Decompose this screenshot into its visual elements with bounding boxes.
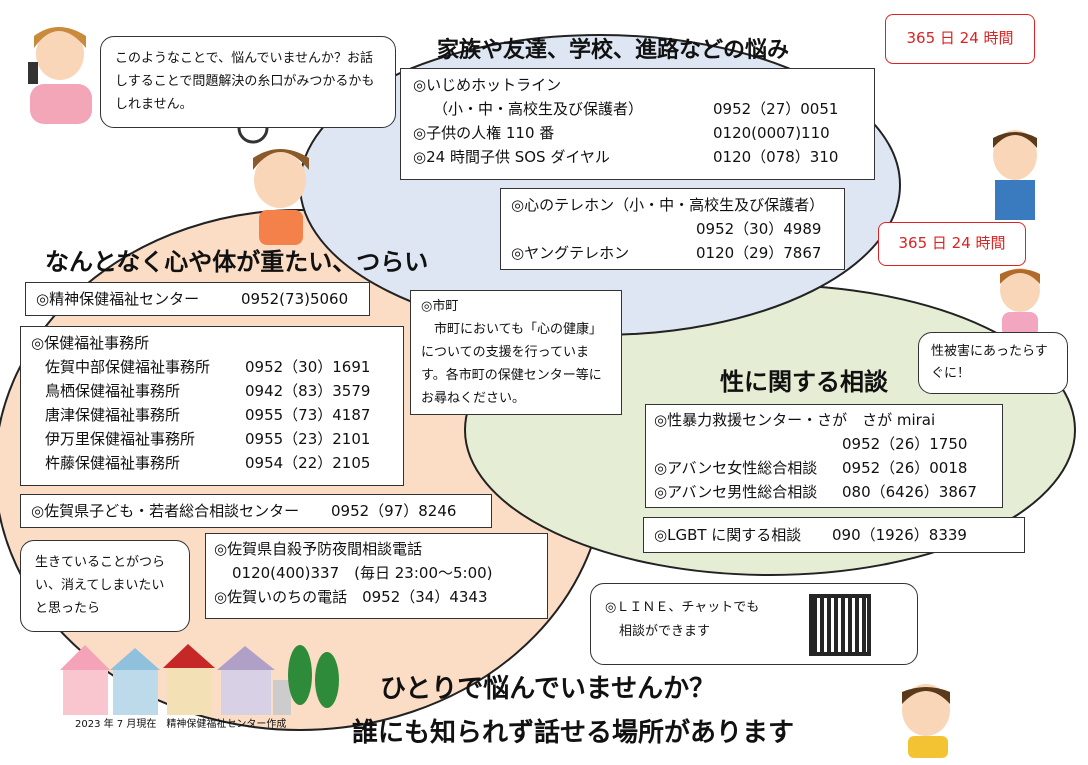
family-line-1: ◎いじめホットライン: [413, 76, 562, 94]
city-box: ◎市町 市町においても「心の健康」についての支援を行っています。各市町の保健セン…: [410, 290, 622, 415]
family-hours-badge: 365 日 24 時間: [885, 14, 1035, 64]
intro-bubble: このようなことで、悩んでいませんか？お話しすることで問題解決の糸口がみつかるかも…: [100, 36, 396, 128]
houses-illustration: [55, 640, 345, 715]
sex-assault-bubble: 性被害にあったらすぐに！: [918, 332, 1068, 394]
family-contact-box: ◎いじめホットライン （小・中・高校生及び保護者）0952（27）0051 ◎子…: [400, 68, 875, 180]
sex-line-2: 0952（26）1750: [842, 435, 968, 453]
operator-illustration: [18, 14, 98, 124]
slogan-line-2: 誰にも知られず話せる場所があります: [352, 718, 795, 748]
confused-boy-illustration: [975, 120, 1055, 220]
offices-title: ◎保健福祉事務所: [31, 334, 150, 352]
city-text: 市町においても「心の健康」についての支援を行っています。各市町の保健センター等に…: [421, 322, 602, 406]
line-text-1: ◎ＬＩＮＥ、チャットでも: [605, 600, 760, 615]
credit-text: 2023 年 7 月現在 精神保健福祉センター作成: [75, 719, 287, 730]
family-line-2: （小・中・高校生及び保護者）0952（27）0051: [433, 100, 839, 118]
sex-section-title: 性に関する相談: [720, 368, 888, 396]
line-text-2: 相談ができます: [619, 624, 711, 639]
suicide-bubble: 生きていることがつらい、消えてしまいたいと思ったら: [20, 540, 190, 632]
sex-line-1: ◎性暴力救援センター・さが さが mirai: [654, 411, 936, 429]
kokoro-hours-badge: 365 日 24 時間: [878, 222, 1026, 266]
kokoro-telephone-box: ◎心のテレホン（小・中・高校生及び保護者） 0952（30）4989 ◎ヤングテ…: [500, 188, 845, 270]
city-title: ◎市町: [421, 299, 459, 314]
kokoro-line-2: 0952（30）4989: [696, 220, 822, 238]
thinking-boy-illustration: [890, 678, 965, 758]
sex-contact-box: ◎性暴力救援センター・さが さが mirai 0952（26）1750 ◎アバン…: [645, 404, 1003, 508]
suicide-line-2: 0120(400)337 (毎日 23:00～5:00): [232, 564, 493, 582]
suicide-line-3: ◎佐賀いのちの電話 0952（34）4343: [214, 588, 488, 606]
intro-text: このようなことで、悩んでいませんか？お話しすることで問題解決の糸口がみつかるかも…: [115, 51, 375, 112]
worried-girl-illustration: [990, 262, 1050, 337]
kokoro-line-1: ◎心のテレホン（小・中・高校生及び保護者）: [511, 196, 825, 214]
slogan-line-1: ひとりで悩んでいませんか？: [380, 674, 716, 704]
sad-girl-illustration: [225, 110, 320, 245]
suicide-box: ◎佐賀県自殺予防夜間相談電話 0120(400)337 (毎日 23:00～5:…: [205, 533, 548, 619]
qr-code-icon[interactable]: [809, 594, 871, 656]
line-chat-bubble: ◎ＬＩＮＥ、チャットでも 相談ができます: [590, 583, 918, 665]
family-section-title: 家族や友達、学校、進路などの悩み: [437, 38, 790, 63]
body-section-title: なんとなく心や体が重たい、つらい: [45, 248, 429, 276]
suicide-line-1: ◎佐賀県自殺予防夜間相談電話: [214, 540, 423, 558]
